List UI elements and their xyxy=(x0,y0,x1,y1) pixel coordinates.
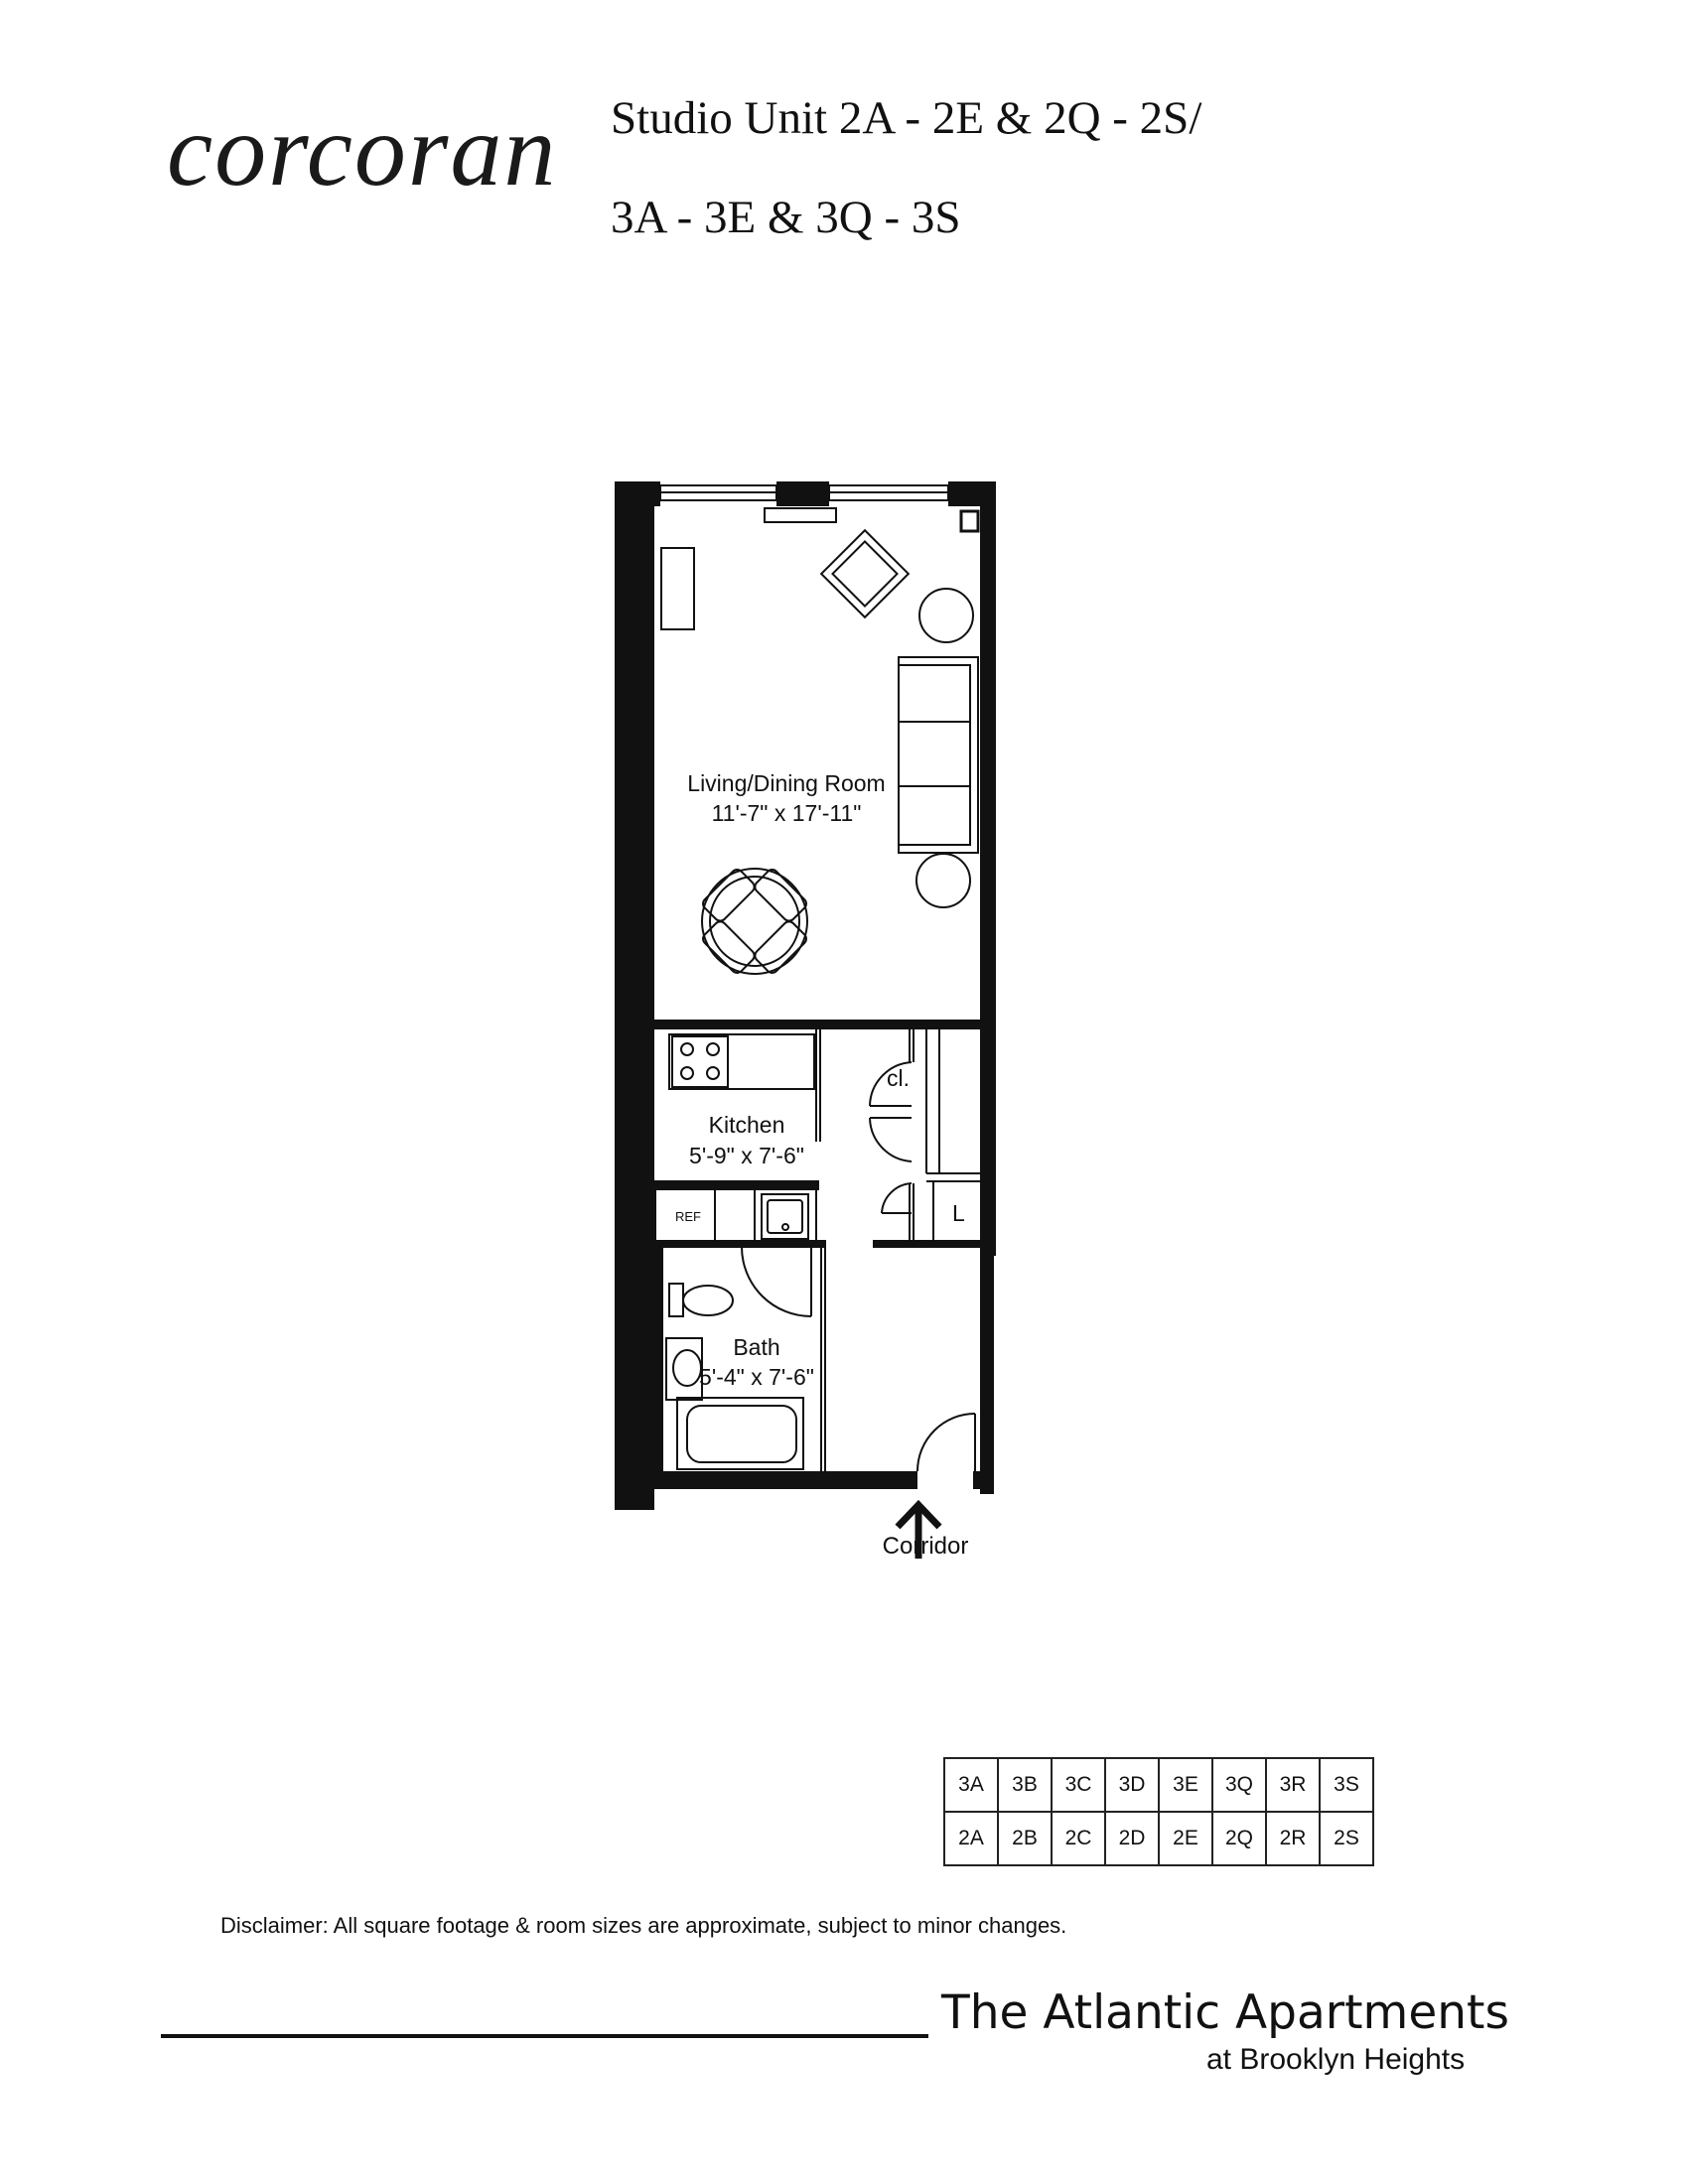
footer-rule xyxy=(161,2034,928,2038)
living-room-furniture xyxy=(660,528,979,975)
stove xyxy=(671,1035,729,1088)
side-table-top xyxy=(918,588,974,643)
building-name: The Atlantic Apartments xyxy=(941,1985,1509,2040)
refrigerator xyxy=(654,1188,716,1245)
unit-cell: 2A xyxy=(943,1811,999,1866)
sink-counter xyxy=(754,1188,817,1245)
dining-set xyxy=(701,868,808,975)
unit-cell: 3D xyxy=(1104,1757,1160,1813)
exterior-walls xyxy=(615,481,996,1510)
vanity xyxy=(665,1337,703,1401)
unit-cell: 2E xyxy=(1158,1811,1213,1866)
unit-cell: 2B xyxy=(997,1811,1053,1866)
sofa xyxy=(898,656,979,854)
sink xyxy=(761,1193,809,1240)
bath-fixtures xyxy=(665,1246,812,1470)
building-location: at Brooklyn Heights xyxy=(1206,2043,1466,2076)
kitchen-fixtures xyxy=(654,1033,817,1245)
radiator xyxy=(764,507,837,523)
refrigerator-label: REF xyxy=(675,1209,701,1224)
bath-door-swing xyxy=(741,1246,812,1317)
burner xyxy=(706,1042,720,1056)
toilet-tank xyxy=(668,1283,684,1317)
living-room-name: Living/Dining Room xyxy=(687,770,885,796)
kitchen-size: 5'-9" x 7'-6" xyxy=(689,1143,804,1168)
unit-title-line2: 3A - 3E & 3Q - 3S xyxy=(611,192,961,243)
linen-closet-label: L xyxy=(952,1200,965,1226)
window-right xyxy=(828,484,949,501)
media-console xyxy=(660,547,695,630)
unit-cell: 3C xyxy=(1051,1757,1106,1813)
burner xyxy=(706,1066,720,1080)
unit-cell: 2R xyxy=(1265,1811,1321,1866)
unit-cell: 3S xyxy=(1319,1757,1374,1813)
unit-cell: 2S xyxy=(1319,1811,1374,1866)
entry-door xyxy=(916,1413,976,1472)
unit-title-line1: Studio Unit 2A - 2E & 2Q - 2S/ xyxy=(611,92,1202,144)
unit-cell: 3B xyxy=(997,1757,1053,1813)
armchair xyxy=(819,528,911,619)
counter xyxy=(668,1033,815,1090)
living-room-size: 11'-7" x 17'-11" xyxy=(712,800,862,826)
unit-cell: 3E xyxy=(1158,1757,1213,1813)
corridor-label: Corridor xyxy=(882,1533,969,1560)
burner xyxy=(680,1042,694,1056)
closet-label: cl. xyxy=(887,1065,910,1091)
floor-plan: cl. L Living/Dining Room 11'-7" x 1 xyxy=(615,481,996,1559)
interior-walls xyxy=(653,1020,981,1472)
unit-cell: 2Q xyxy=(1211,1811,1267,1866)
corcoran-logo: corcoran xyxy=(167,93,558,207)
toilet-bowl xyxy=(682,1285,734,1316)
unit-cell: 3R xyxy=(1265,1757,1321,1813)
corner-column xyxy=(959,509,980,533)
closet xyxy=(869,1028,980,1241)
side-table-bottom xyxy=(915,853,971,908)
basin xyxy=(672,1349,702,1387)
corridor-arrow xyxy=(895,1499,942,1559)
unit-cell: 3A xyxy=(943,1757,999,1813)
bath-size: 5'-4" x 7'-6" xyxy=(699,1364,814,1390)
unit-cell: 3Q xyxy=(1211,1757,1267,1813)
burner xyxy=(680,1066,694,1080)
bath-name: Bath xyxy=(733,1334,779,1360)
bathtub xyxy=(676,1397,804,1470)
kitchen-name: Kitchen xyxy=(709,1112,785,1138)
disclaimer: Disclaimer: All square footage & room si… xyxy=(220,1913,1067,1938)
unit-cell: 2D xyxy=(1104,1811,1160,1866)
window-left xyxy=(659,484,777,501)
unit-cell: 2C xyxy=(1051,1811,1106,1866)
